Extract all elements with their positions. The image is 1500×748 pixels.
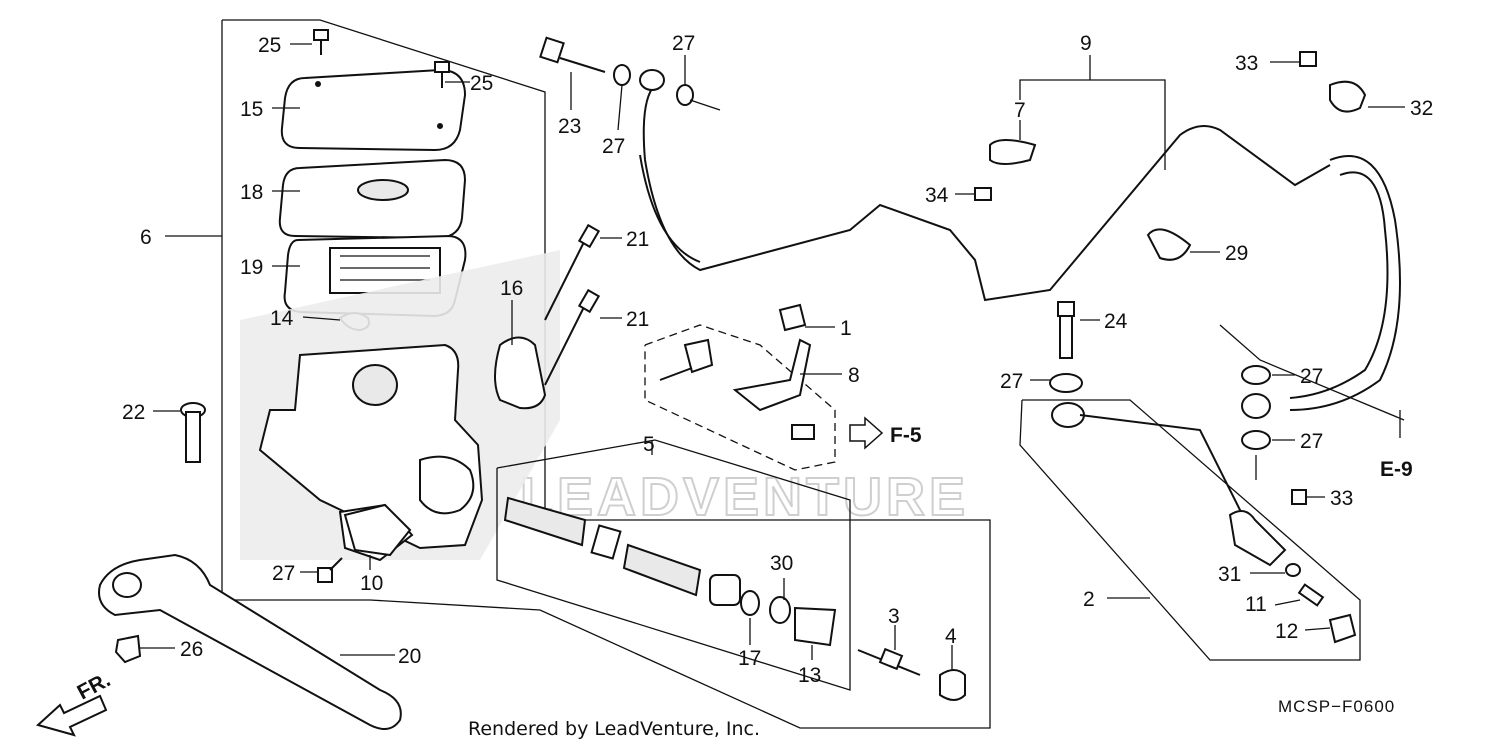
callout-27b: 27 [672, 32, 695, 55]
assembly-outline-6 [165, 19, 991, 729]
holder [494, 336, 547, 410]
callout-23: 24 [1104, 310, 1128, 333]
callout-20: 20 [398, 645, 421, 668]
callout-33a: 33 [1235, 52, 1258, 75]
lever-nut [114, 634, 142, 664]
pivot-bolt [180, 402, 206, 463]
front-direction-arrow: FR. [35, 668, 115, 737]
boot [939, 669, 966, 701]
callout-6: 6 [140, 226, 152, 249]
callout-29: 30 [770, 552, 793, 575]
bolt-33-lower [1291, 489, 1307, 505]
washer-lower [1049, 373, 1083, 393]
callout-9: 9 [1080, 32, 1092, 55]
footer-credit: Rendered by LeadVenture, Inc. [468, 718, 760, 740]
hose-clip-28 [1146, 228, 1192, 261]
bracket-outline [644, 324, 836, 471]
leader-lines [140, 43, 1405, 670]
callout-17: 17 [738, 647, 761, 670]
hose-clamp-31 [1329, 80, 1367, 113]
slave-bracket [1228, 510, 1287, 567]
callout-19: 19 [240, 256, 263, 279]
callout-21b: 21 [626, 308, 649, 331]
push-rod [857, 647, 921, 676]
washer-right-b [1241, 430, 1271, 450]
clutch-lever [98, 553, 402, 730]
callout-27c: 27 [1000, 370, 1023, 393]
callout-25a: 25 [258, 34, 281, 57]
callout-labels: 25 25 15 18 6 19 14 16 21 21 22 27 10 26… [122, 32, 1433, 687]
callout-27d: 27 [1300, 365, 1323, 388]
callout-14: 14 [270, 307, 294, 330]
switch-clip-1 [778, 303, 807, 332]
pipe-group-9 [1019, 79, 1166, 170]
callout-27e: 27 [1300, 430, 1323, 453]
watermark-text: LEADVENTURE [520, 467, 969, 527]
callout-10: 10 [360, 572, 383, 595]
washer-upper-b [676, 84, 694, 106]
banjo-right [1241, 393, 1271, 419]
f5-arrow-icon [849, 416, 884, 450]
callout-13: 13 [798, 664, 821, 687]
callout-11: 11 [1245, 593, 1267, 616]
piston-parts [503, 496, 837, 647]
callout-32: 27 [272, 562, 295, 585]
lever-pivot [112, 572, 142, 598]
callout-12: 12 [1275, 620, 1298, 643]
clamp-bolt-33 [1299, 51, 1317, 67]
banjo-bolt-23 [1057, 301, 1075, 359]
callout-31: 32 [1410, 97, 1433, 120]
callout-22: 22 [122, 401, 145, 424]
washer-upper-a [613, 64, 631, 86]
ref-e9: E-9 [1380, 458, 1413, 481]
reservoir-cap [280, 68, 467, 152]
callout-3: 3 [888, 605, 900, 628]
lower-hose [1289, 155, 1401, 411]
callout-16: 16 [500, 277, 523, 300]
bleed-parts [1285, 563, 1357, 644]
callout-5: 5 [643, 433, 655, 456]
diaphragm-plate [278, 158, 467, 240]
callout-24: 23 [558, 115, 581, 138]
hose-clamp-7 [989, 139, 1037, 165]
callout-33b: 33 [1330, 487, 1353, 510]
callout-15: 15 [240, 98, 263, 121]
callout-34: 34 [925, 184, 949, 207]
clutch-pipe [1079, 414, 1246, 521]
callout-28: 29 [1225, 242, 1248, 265]
bracket-8 [732, 338, 812, 412]
pipe-outline-2 [1019, 399, 1361, 661]
callout-30: 31 [1218, 563, 1241, 586]
callout-2: 2 [1083, 588, 1095, 611]
callout-8: 8 [848, 364, 860, 387]
callout-26: 26 [180, 638, 203, 661]
callout-18: 18 [240, 181, 263, 204]
callout-4: 4 [945, 625, 957, 648]
holder-bolts [544, 223, 601, 386]
front-label: FR. [74, 668, 115, 704]
clamp-bolt-34 [974, 187, 992, 201]
banjo-bolt-upper [539, 36, 606, 73]
clutch-switch [343, 503, 412, 557]
upper-hose [642, 84, 1331, 302]
cap-screws [313, 29, 450, 88]
switch-screw [317, 557, 343, 583]
piston-kit-outline [496, 439, 851, 691]
ref-f5: F-5 [890, 424, 922, 447]
diagram-code: MCSP−F0600 [1278, 697, 1395, 716]
callout-25b: 25 [470, 72, 493, 95]
callout-27a: 27 [602, 135, 625, 158]
callout-7: 7 [1014, 99, 1026, 122]
callout-1: 1 [840, 317, 852, 340]
washer-right-a [1241, 365, 1271, 385]
callout-21a: 21 [626, 228, 649, 251]
banjo-fitting [1051, 402, 1085, 428]
